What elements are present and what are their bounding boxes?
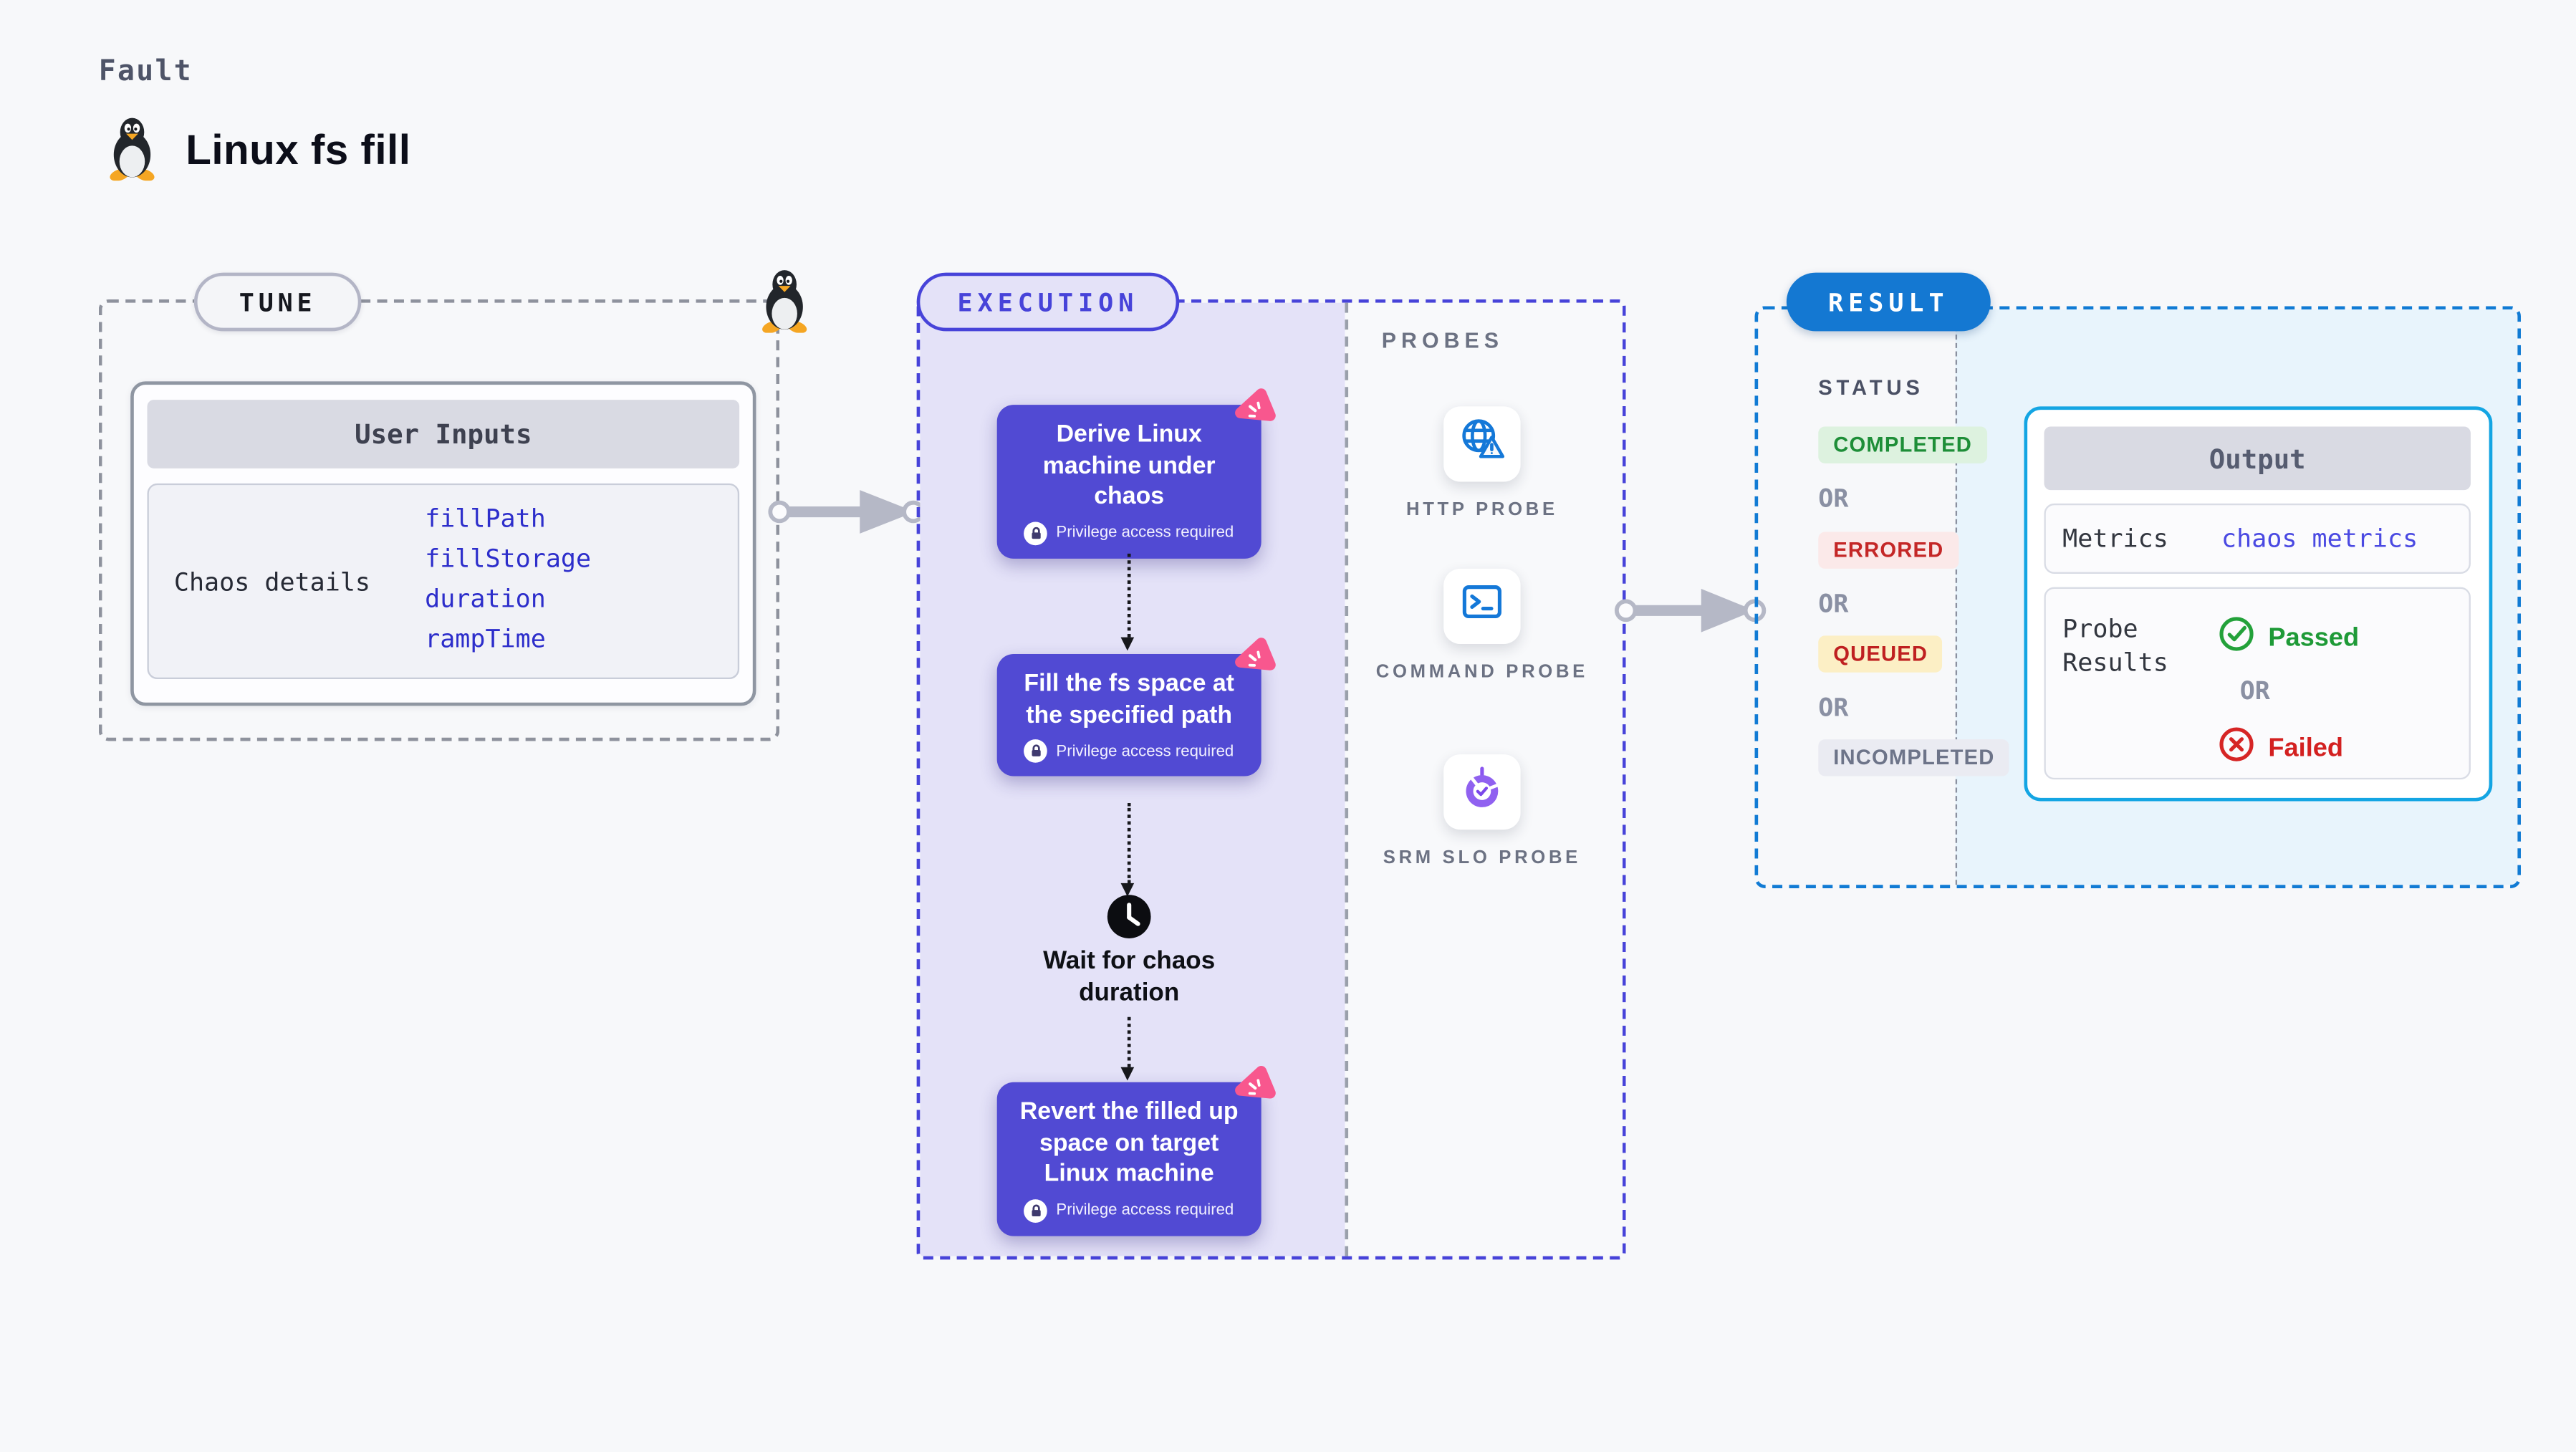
wait-step-label: Wait for chaos duration bbox=[1043, 946, 1216, 1007]
slo-donut-icon bbox=[1457, 763, 1507, 822]
or-label: OR bbox=[1818, 483, 1849, 514]
lock-icon bbox=[1024, 739, 1048, 763]
user-inputs-header: User Inputs bbox=[147, 400, 740, 468]
flow-arrow-tune-to-execution bbox=[768, 485, 928, 547]
status-badge-completed: COMPLETED bbox=[1818, 426, 1988, 463]
execution-step-revert: Revert the filled up space on target Lin… bbox=[996, 1065, 1276, 1236]
chaos-spark-icon bbox=[1229, 635, 1279, 685]
chaos-metrics-link[interactable]: chaos metrics bbox=[2221, 523, 2418, 554]
tune-pill: TUNE bbox=[193, 272, 362, 332]
probe-card-srm-slo bbox=[1443, 754, 1521, 830]
probe-card-http bbox=[1443, 406, 1521, 482]
privilege-note: Privilege access required bbox=[1056, 523, 1234, 542]
probe-results-label: Probe Results bbox=[2062, 613, 2168, 678]
execution-step-derive: Derive Linux machine under chaos Privile… bbox=[996, 388, 1276, 558]
or-label: OR bbox=[1818, 588, 1849, 619]
check-circle-icon bbox=[2218, 615, 2254, 660]
probes-heading: PROBES bbox=[1381, 327, 1504, 353]
param-duration[interactable]: duration bbox=[425, 583, 546, 614]
flow-dotted-arrow bbox=[1120, 553, 1135, 651]
status-badge-errored: ERRORED bbox=[1818, 532, 1959, 569]
output-card: Output Metrics chaos metrics Probe Resul… bbox=[2024, 406, 2493, 802]
clock-icon bbox=[1106, 893, 1153, 948]
result-pill: RESULT bbox=[1786, 272, 1991, 332]
execution-step-fill: Fill the fs space at the specified path … bbox=[996, 638, 1276, 777]
user-inputs-card: User Inputs Chaos details fillPath fillS… bbox=[130, 381, 756, 706]
flow-dotted-arrow bbox=[1120, 802, 1135, 897]
output-header: Output bbox=[2044, 426, 2471, 491]
tune-section: TUNE User Inputs Chaos details fillPath bbox=[98, 270, 818, 758]
chaos-spark-icon bbox=[1229, 1063, 1279, 1112]
status-badge-incompleted: INCOMPLETED bbox=[1818, 739, 2010, 777]
step-title: Fill the fs space at the specified path bbox=[1024, 670, 1234, 729]
chaos-details-label: Chaos details bbox=[173, 566, 371, 597]
user-inputs-body: Chaos details fillPath fillStorage durat… bbox=[147, 483, 740, 680]
metrics-row: Metrics chaos metrics bbox=[2044, 503, 2471, 574]
execution-section: EXECUTION Derive Linux machine under cha… bbox=[916, 272, 1626, 1260]
lock-icon bbox=[1024, 1198, 1048, 1222]
status-badge-queued: QUEUED bbox=[1818, 635, 1943, 673]
or-label: OR bbox=[1818, 692, 1849, 723]
x-circle-icon bbox=[2218, 726, 2254, 771]
tux-penguin-icon bbox=[756, 266, 812, 341]
failed-row: Failed bbox=[2218, 726, 2343, 771]
probe-results-row: Probe Results Passed OR bbox=[2044, 587, 2471, 780]
probe-label-srm-slo: SRM SLO PROBE bbox=[1383, 847, 1581, 868]
globe-warning-icon bbox=[1457, 415, 1507, 473]
metrics-label: Metrics bbox=[2062, 523, 2168, 554]
tux-penguin-icon bbox=[104, 114, 160, 189]
chaos-params-list: fillPath fillStorage duration rampTime bbox=[425, 504, 591, 655]
execution-pill: EXECUTION bbox=[916, 272, 1180, 332]
or-label: OR bbox=[2239, 675, 2270, 706]
chaos-spark-icon bbox=[1229, 386, 1279, 436]
privilege-note: Privilege access required bbox=[1056, 741, 1234, 761]
failed-label: Failed bbox=[2268, 733, 2344, 762]
passed-row: Passed bbox=[2218, 615, 2359, 660]
terminal-icon bbox=[1457, 577, 1507, 636]
lock-icon bbox=[1024, 521, 1048, 545]
page-kicker: Fault bbox=[98, 55, 193, 89]
privilege-note: Privilege access required bbox=[1056, 1201, 1234, 1220]
status-heading: STATUS bbox=[1818, 376, 1924, 400]
page-title: Linux fs fill bbox=[186, 127, 411, 174]
param-fill-storage[interactable]: fillStorage bbox=[425, 543, 592, 574]
page-title-row: Linux fs fill bbox=[104, 114, 411, 189]
passed-label: Passed bbox=[2268, 622, 2360, 652]
flow-dotted-arrow bbox=[1120, 1016, 1135, 1081]
step-title: Derive Linux machine under chaos bbox=[1042, 421, 1216, 511]
param-fill-path[interactable]: fillPath bbox=[425, 503, 546, 534]
param-ramp-time[interactable]: rampTime bbox=[425, 623, 546, 655]
result-section: RESULT STATUS COMPLETED OR ERRORED OR QU… bbox=[1754, 272, 2524, 892]
probe-label-command: COMMAND PROBE bbox=[1375, 662, 1588, 683]
probe-label-http: HTTP PROBE bbox=[1405, 500, 1558, 521]
flow-arrow-execution-to-result bbox=[1614, 584, 1774, 645]
probe-card-command bbox=[1443, 568, 1521, 645]
step-title: Revert the filled up space on target Lin… bbox=[1019, 1099, 1239, 1188]
